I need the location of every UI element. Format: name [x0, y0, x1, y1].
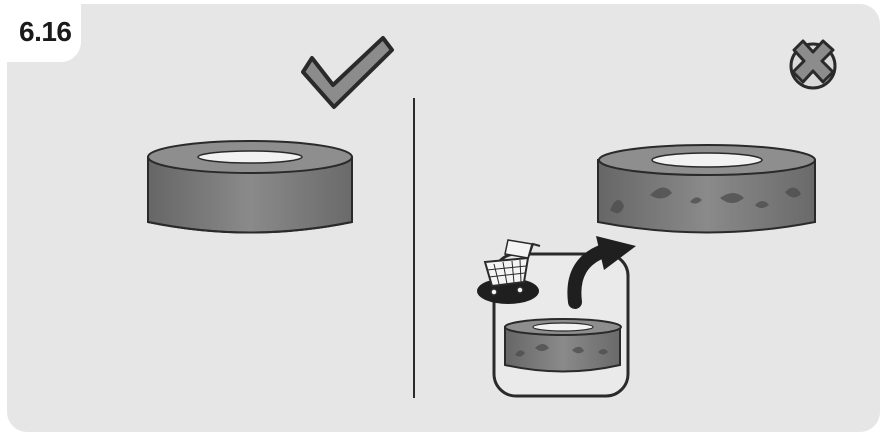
clean-tape-roll — [148, 141, 352, 233]
checkmark-icon — [303, 38, 392, 107]
inset-dirty-tape-roll — [505, 319, 621, 372]
cross-icon — [791, 41, 835, 88]
dirty-tape-roll — [598, 145, 815, 233]
